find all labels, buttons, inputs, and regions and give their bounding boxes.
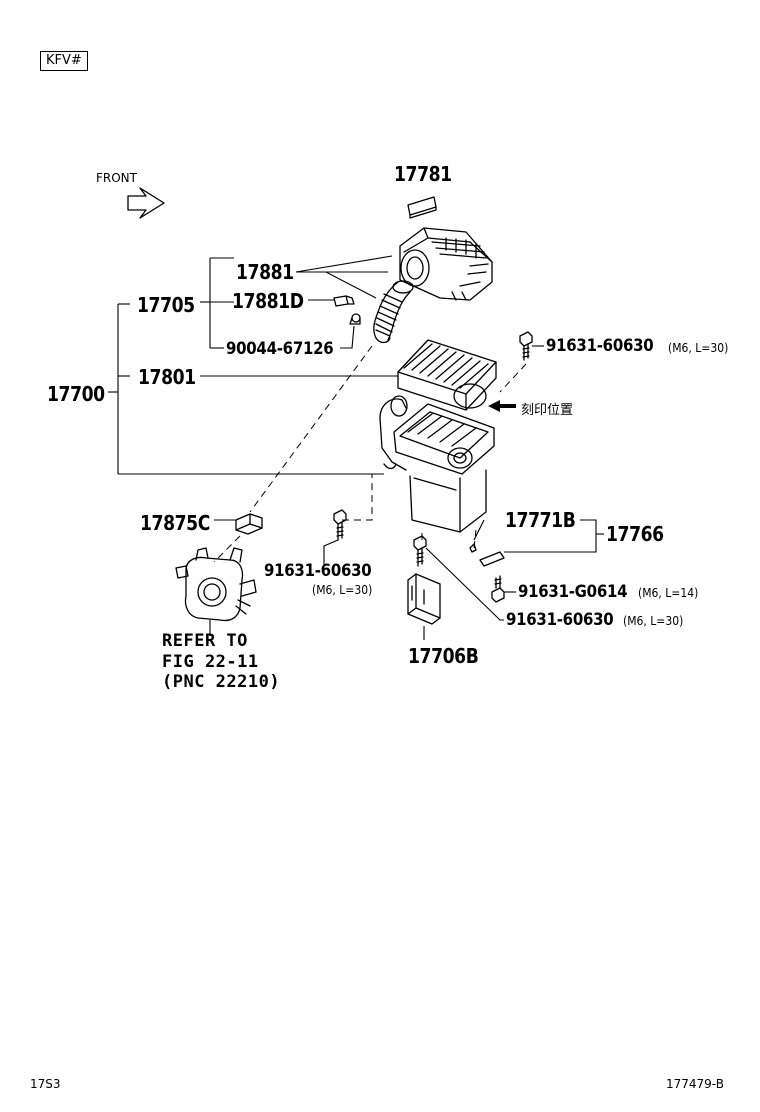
part-number-90044-67126: 90044-67126 [226, 339, 334, 359]
air-cleaner-cap [399, 227, 493, 301]
footer-figure-number: 177479-B [666, 1077, 724, 1091]
throttle-body [175, 547, 257, 622]
bolt-91631-60630-bracket [413, 535, 427, 567]
marking-position-label: 刻印位置 [521, 403, 574, 418]
part-number-17705: 17705 [137, 293, 195, 317]
part-17706b-bracket [407, 573, 441, 625]
bolt-91631-60630-top [519, 331, 533, 361]
spec-91631-60630-top: (M6, L=30) [668, 341, 729, 355]
part-number-17700: 17700 [47, 382, 105, 406]
model-code-box: KFV# [40, 51, 88, 71]
part-number-17771b: 17771B [505, 508, 576, 532]
part-number-17766: 17766 [606, 522, 664, 546]
bolt-91631-60630-left [333, 509, 347, 541]
air-cleaner-case [379, 395, 495, 533]
refer-line-2: FIG 22-11 [162, 652, 259, 672]
spec-91631-60630-left: (M6, L=30) [312, 583, 373, 597]
part-17881d-fitting [333, 295, 355, 307]
part-number-17875c: 17875C [140, 511, 210, 535]
part-17875c-connector [235, 513, 263, 535]
part-number-17801: 17801 [138, 365, 196, 389]
part-number-17881d: 17881D [232, 289, 304, 313]
spec-91631-g0614: (M6, L=14) [638, 586, 699, 600]
refer-line-1: REFER TO [162, 631, 248, 651]
refer-line-3: (PNC 22210) [162, 672, 281, 692]
footer-left-code: 17S3 [30, 1077, 61, 1091]
part-17781-pad [407, 196, 437, 219]
part-number-17781: 17781 [394, 162, 452, 186]
front-arrow-icon [127, 187, 165, 219]
intake-hose [373, 280, 414, 344]
front-label: FRONT [96, 171, 137, 185]
spec-91631-60630-bracket: (M6, L=30) [623, 614, 684, 628]
bolt-91631-g0614 [491, 575, 505, 603]
part-90044-clamp [349, 313, 361, 325]
part-17771b-bracket [469, 543, 505, 567]
part-number-91631-60630-top: 91631-60630 [546, 336, 654, 356]
air-filter-element [397, 339, 497, 411]
part-number-17706b: 17706B [408, 644, 479, 668]
part-number-91631-g0614: 91631-G0614 [518, 582, 628, 602]
part-number-91631-60630-left: 91631-60630 [264, 561, 372, 581]
marking-arrow-icon [488, 400, 516, 412]
part-number-91631-60630-bracket: 91631-60630 [506, 610, 614, 630]
part-number-17881: 17881 [236, 260, 294, 284]
